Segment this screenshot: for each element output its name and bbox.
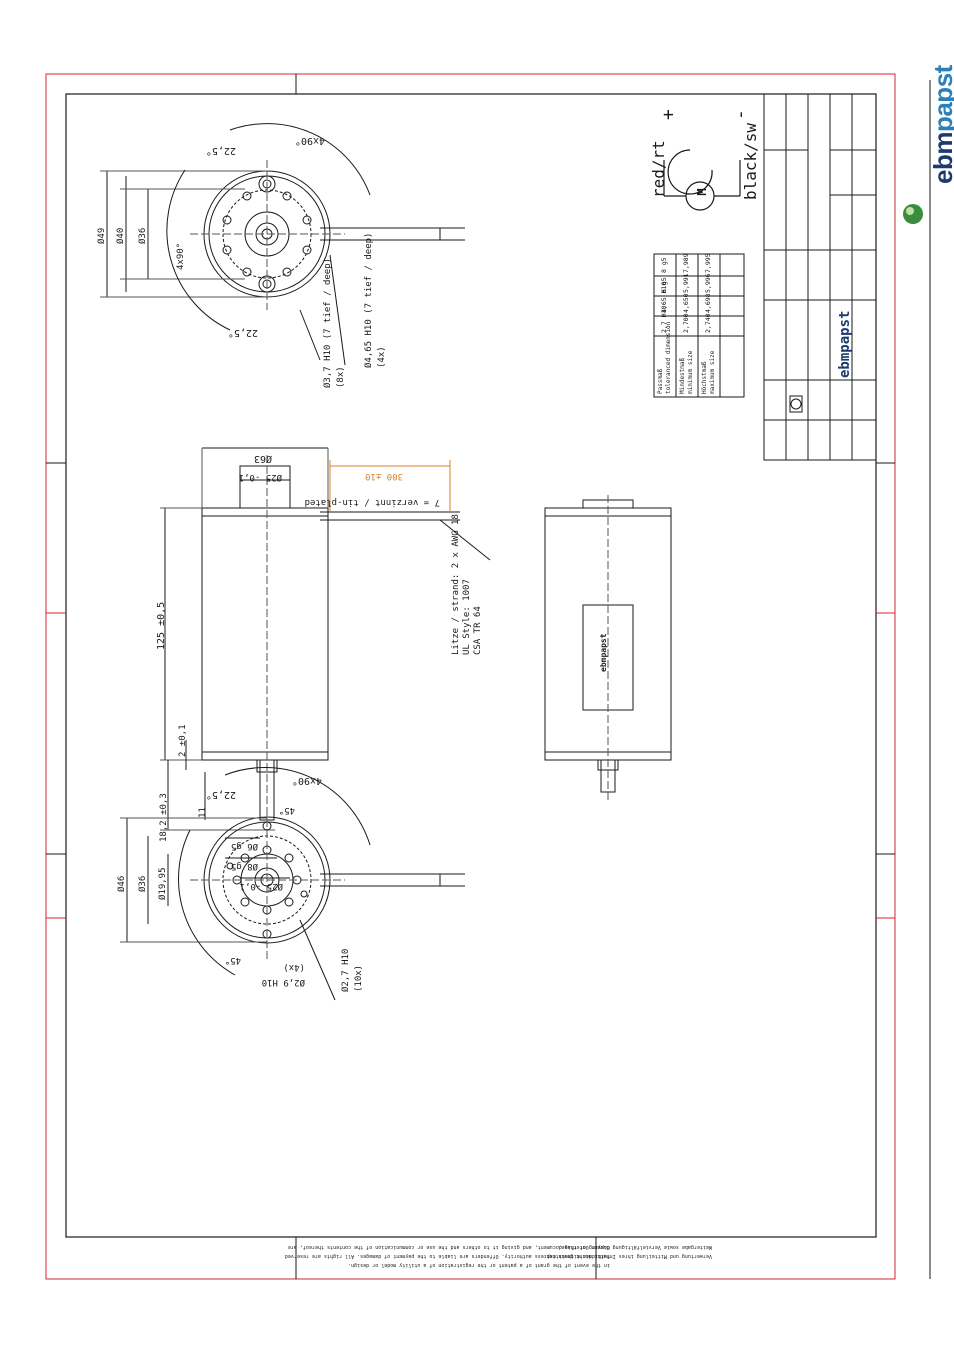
motor-letter: M: [695, 188, 709, 195]
top-angle-90b: 4x90°: [176, 243, 186, 270]
side-dia-63: Ø63: [254, 453, 272, 465]
copyright-line: in the event of the grant of a patent or…: [348, 1262, 610, 1268]
tolerance-cell: 8 g5: [660, 257, 668, 273]
tolerance-cell: 5,996: [704, 273, 712, 293]
footer-line: Weitergabe sowie Vervielfältigung dieser…: [558, 1244, 712, 1250]
copyright-line: forbidden without express authority. Off…: [285, 1253, 610, 1259]
brand-leaf-icon: [903, 204, 923, 224]
bottom-hole-a: Ø2,9 H10: [262, 977, 305, 988]
black-lead-label: black/sw: [741, 123, 760, 200]
ebmpapst-logo: ebmpapst: [898, 65, 954, 190]
title-block-logo: ebmpapst: [837, 311, 853, 378]
logo-part-papst: papst: [928, 65, 954, 133]
logo-part-ebm: ebm: [928, 132, 954, 184]
top-dia-49: Ø49: [96, 228, 107, 244]
bottom-dia-46: Ø46: [116, 876, 127, 892]
bottom-angle-45b: 45°: [225, 955, 241, 965]
motor-symbol: [663, 149, 741, 211]
top-flange-view: [100, 123, 465, 366]
lead-note: 7 = verzinnt / tin-plated: [305, 497, 440, 507]
side-len-11: 11: [198, 807, 208, 818]
tolerance-cell: 4,65 H10: [660, 282, 668, 313]
top-angle-b: 22,5°: [228, 327, 258, 338]
bottom-flange-view: [120, 767, 465, 1001]
title-block: [763, 93, 877, 461]
tolerance-cell: 5,991: [682, 273, 690, 293]
tolerance-cell: 2,740: [704, 313, 712, 333]
top-dia-40: Ø40: [115, 228, 126, 244]
bottom-hole-b-count: (10x): [354, 965, 364, 992]
bottom-hole-a-count: (4x): [283, 962, 305, 972]
tolerance-header: maximum size: [709, 350, 716, 394]
side-len-125: 125 ±0,5: [156, 602, 167, 650]
top-hole-b: Ø4,65 H10 (7 tief / deep): [363, 233, 374, 368]
minus-terminal: -: [730, 109, 751, 120]
lead-length: 300 ±10: [365, 471, 403, 481]
tolerance-header: Höchstmaß: [701, 361, 708, 394]
side-shaft-c: Ø25 -0,1: [240, 881, 283, 892]
wire-spec-3: CSA TR 64: [473, 606, 483, 655]
side-shaft-a: Ø6 g5: [231, 841, 258, 852]
right-side-view: [544, 495, 672, 800]
tolerance-table: [653, 253, 745, 398]
bottom-hole-b: Ø2,7 H10: [340, 949, 351, 992]
inner-frame: [65, 93, 877, 1238]
tolerance-cell: 4,698: [704, 293, 712, 313]
top-hole-b-count: (4x): [377, 346, 387, 368]
tolerance-cell: 2,7 H10: [660, 306, 668, 333]
tolerance-cell: 7,995: [704, 253, 712, 273]
zone-ticks-red: [46, 612, 895, 919]
tolerance-cell: 6 g5: [660, 277, 668, 293]
tolerance-cell: 7,989: [682, 253, 690, 273]
top-dia-36: Ø36: [137, 228, 148, 244]
zone-ticks: [46, 74, 895, 1279]
red-lead-label: red/rt: [649, 140, 668, 198]
plus-terminal: +: [658, 109, 679, 120]
top-hole-a: Ø3,7 H10 (7 tief / deep): [322, 258, 333, 388]
tolerance-header: Passmaß: [657, 368, 664, 394]
top-hole-a-count: (8x): [336, 366, 346, 388]
side-view: [160, 447, 491, 879]
side-logo-label: ebmpapst: [599, 633, 608, 672]
top-angle-90: 4x90°: [295, 135, 325, 146]
bottom-angle-45a: 45°: [279, 805, 295, 815]
bottom-dia-36: Ø36: [137, 876, 148, 892]
outer-frame: [45, 73, 896, 1280]
side-len-2: 2 ±0,1: [178, 724, 188, 757]
copyright-notice: Copying of this document, and giving it …: [285, 1244, 610, 1268]
footer-line: Verwertung und Mitteilung ihres Inhalts …: [543, 1253, 712, 1259]
wire-spec-2: UL Style: 1007: [462, 579, 472, 655]
tolerance-cell: 2,700: [682, 313, 690, 333]
tolerance-header: minimum size: [687, 350, 694, 394]
bottom-angle-90: 4x90°: [292, 775, 322, 786]
tolerance-header: Mindestmaß: [679, 357, 686, 394]
top-angle-a: 22,5°: [206, 145, 236, 156]
tolerance-header: toleranced dimension: [665, 321, 672, 394]
wire-spec-1: Litze / strand: 2 x AWG 18: [451, 514, 461, 655]
copyright-line: Copying of this document, and giving it …: [288, 1244, 610, 1250]
side-dia-25: Ø25 -0,1: [239, 472, 282, 483]
footer-note: Weitergabe sowie Vervielfältigung dieser…: [543, 1244, 712, 1259]
bottom-angle-22: 22,5°: [206, 789, 236, 800]
bottom-dia-19: Ø19,95: [157, 867, 168, 900]
tolerance-cell: 4,650: [682, 293, 690, 313]
